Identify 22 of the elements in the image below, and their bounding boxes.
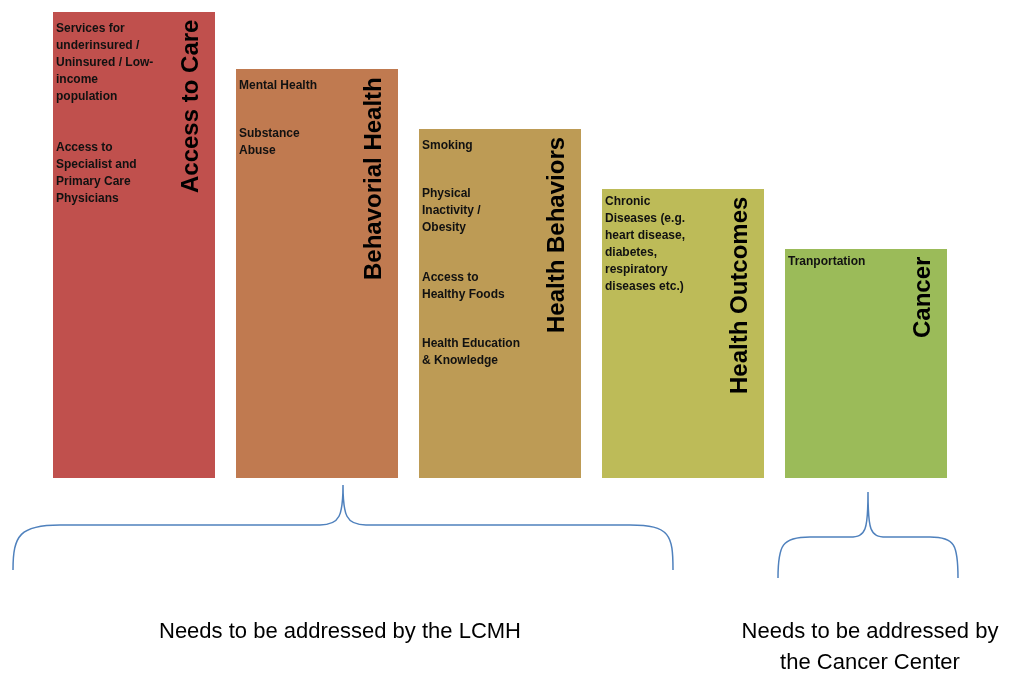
need-item: Health Education & Knowledge <box>422 335 521 369</box>
category-title: Health Outcomes <box>724 196 753 394</box>
category-bar <box>602 189 764 478</box>
need-item: Services for underinsured / Uninsured / Low-income population <box>56 20 155 105</box>
need-item: Chronic Diseases (e.g. heart disease, diabetes, respiratory diseases etc.) <box>605 193 687 295</box>
category-bar <box>785 249 947 478</box>
category-title: Access to Care <box>175 19 204 193</box>
need-item: Smoking <box>422 137 474 154</box>
group-caption: Needs to be addressed by the LCMH <box>158 617 522 645</box>
category-bar <box>236 69 398 478</box>
need-item: Substance Abuse <box>239 125 301 159</box>
need-item: Mental Health <box>239 77 318 94</box>
category-bar <box>419 129 581 478</box>
need-item: Physical Inactivity / Obesity <box>422 185 482 236</box>
group-caption: Needs to be addressed by the Cancer Center <box>740 617 1000 676</box>
category-title: Behavorial Health <box>358 77 387 280</box>
category-bar <box>53 12 215 478</box>
category-title: Cancer <box>907 256 936 338</box>
need-item: Access to Healthy Foods <box>422 269 506 303</box>
category-title: Health Behaviors <box>541 136 570 333</box>
need-item: Tranportation <box>788 253 867 270</box>
need-item: Access to Specialist and Primary Care Physicians <box>56 139 138 207</box>
